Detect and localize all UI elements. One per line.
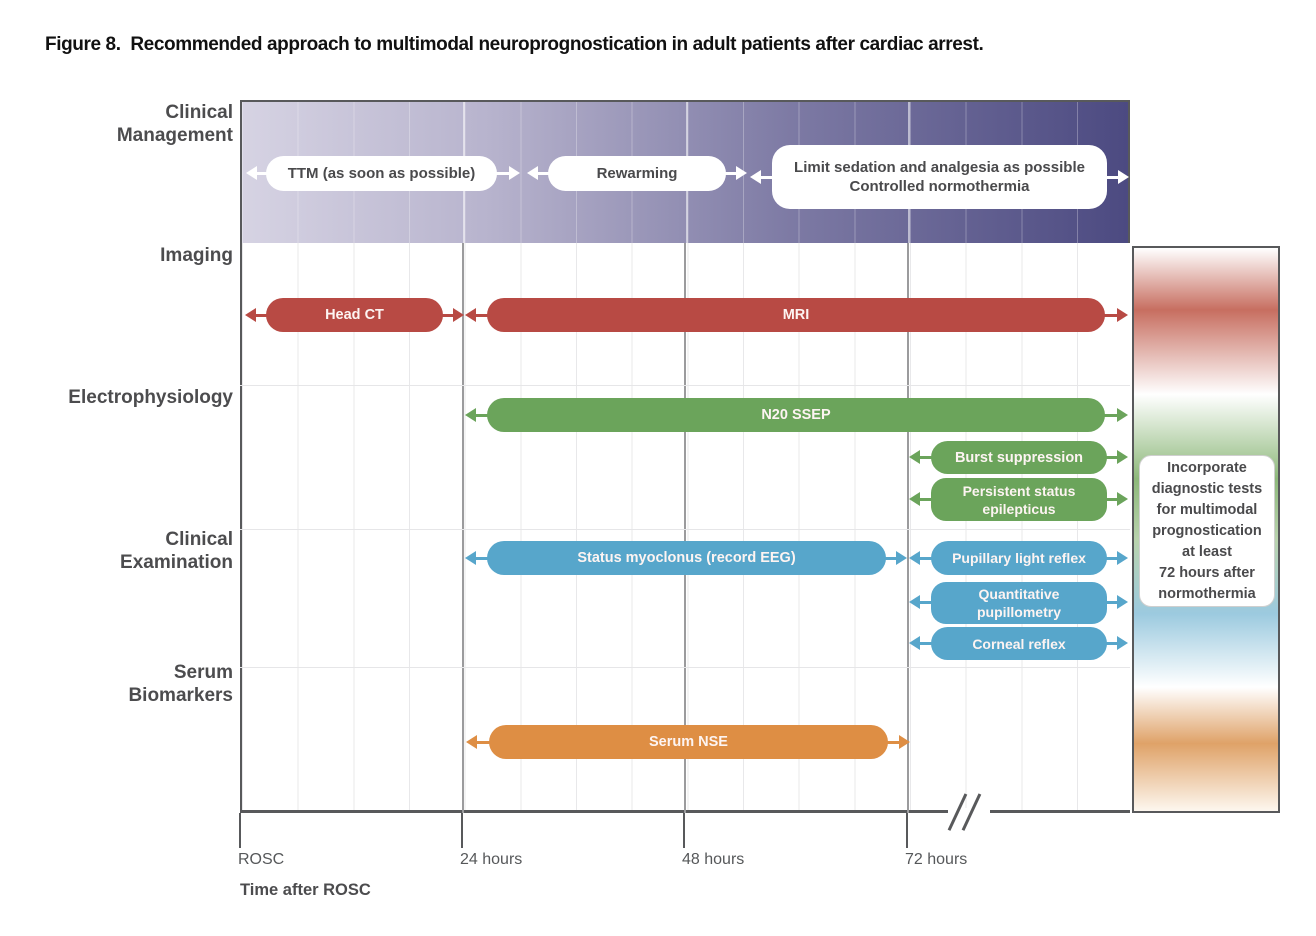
arrow-left-icon — [465, 550, 491, 566]
arrow-left-icon — [245, 307, 270, 323]
bar-burst-suppression: Burst suppression — [931, 441, 1107, 474]
pill-limit-sedation: Limit sedation and analgesia as possible… — [772, 145, 1107, 209]
bar-persistent-status-epilepticus: Persistent status epilepticus — [931, 478, 1107, 521]
bar-quantitative-pupillometry-label: Quantitative pupillometry — [976, 586, 1061, 620]
tick-label-24h: 24 hours — [460, 851, 523, 868]
pill-ttm-label: TTM (as soon as possible) — [287, 165, 476, 182]
pill-ttm: TTM (as soon as possible) — [266, 156, 497, 191]
arrow-left-icon — [465, 307, 491, 323]
arrow-right-icon — [1103, 491, 1128, 507]
arrow-left-white-icon — [750, 169, 776, 185]
tick-label-rosc: ROSC — [238, 851, 285, 868]
row-divider — [240, 385, 1130, 386]
pill-rewarming: Rewarming — [548, 156, 726, 191]
tick-rosc — [239, 813, 241, 848]
gridline-24h — [462, 243, 464, 813]
arrow-right-icon — [1103, 550, 1128, 566]
arrow-left-white-icon — [527, 165, 552, 181]
arrow-right-icon — [1103, 449, 1128, 465]
figure-title: Figure 8. Recommended approach to multim… — [45, 34, 984, 55]
bar-mri: MRI — [487, 298, 1105, 332]
row-label-electrophysiology: Electrophysiology — [68, 387, 233, 408]
tick-24h — [461, 813, 463, 848]
bar-corneal-reflex: Corneal reflex — [931, 627, 1107, 660]
tick-48h — [683, 813, 685, 848]
axis-title: Time after ROSC — [240, 881, 371, 899]
tick-72h — [906, 813, 908, 848]
arrow-left-white-icon — [246, 165, 270, 181]
row-label-clinical-examination: Clinical Examination — [120, 529, 233, 573]
bar-serum-nse: Serum NSE — [489, 725, 888, 759]
tick-label-72h: 72 hours — [905, 851, 968, 868]
row-label-serum-biomarkers: Serum Biomarkers — [128, 662, 233, 706]
bar-serum-nse-label: Serum NSE — [649, 734, 728, 750]
tick-label-48h: 48 hours — [682, 851, 745, 868]
gridline-72h — [907, 243, 909, 813]
gridline-48h — [684, 243, 686, 813]
row-divider — [240, 529, 1130, 530]
bar-n20-ssep-label: N20 SSEP — [761, 407, 831, 423]
row-divider — [240, 667, 1130, 668]
bar-head-ct: Head CT — [266, 298, 443, 332]
bar-pupillary-light-reflex: Pupillary light reflex — [931, 541, 1107, 575]
multimodal-gradient-panel: Incorporate diagnostic tests for multimo… — [1132, 246, 1280, 813]
bar-n20-ssep: N20 SSEP — [487, 398, 1105, 432]
bar-quantitative-pupillometry: Quantitative pupillometry — [931, 582, 1107, 624]
bar-status-myoclonus: Status myoclonus (record EEG) — [487, 541, 886, 575]
arrow-right-icon — [1103, 594, 1128, 610]
panel-note: Incorporate diagnostic tests for multimo… — [1139, 455, 1275, 607]
bar-pupillary-light-reflex-label: Pupillary light reflex — [952, 550, 1086, 566]
pill-limit-sedation-label: Limit sedation and analgesia as possible… — [794, 159, 1085, 195]
arrow-left-icon — [466, 734, 493, 750]
arrow-right-icon — [1103, 635, 1128, 651]
arrow-left-icon — [465, 407, 491, 423]
row-label-imaging: Imaging — [160, 245, 233, 266]
bar-corneal-reflex-label: Corneal reflex — [972, 635, 1066, 652]
arrow-left-icon — [909, 491, 935, 507]
bar-burst-suppression-label: Burst suppression — [954, 449, 1084, 466]
arrow-left-icon — [909, 449, 935, 465]
arrow-right-icon — [439, 307, 464, 323]
arrow-right-icon — [1101, 407, 1128, 423]
arrow-left-icon — [909, 594, 935, 610]
arrow-right-white-icon — [493, 165, 520, 181]
pill-rewarming-label: Rewarming — [596, 165, 678, 182]
arrow-right-icon — [884, 734, 910, 750]
bar-mri-label: MRI — [782, 307, 810, 323]
arrow-left-icon — [909, 550, 935, 566]
bar-persistent-status-epilepticus-label: Persistent status epilepticus — [962, 482, 1076, 517]
arrow-left-icon — [909, 635, 935, 651]
arrow-right-icon — [882, 550, 907, 566]
bar-head-ct-label: Head CT — [325, 307, 384, 323]
arrow-right-icon — [1101, 307, 1128, 323]
arrow-right-white-icon — [722, 165, 747, 181]
arrow-right-white-icon — [1103, 169, 1129, 185]
row-label-clinical-management: Clinical Management — [116, 102, 233, 146]
bar-status-myoclonus-label: Status myoclonus (record EEG) — [577, 550, 796, 566]
